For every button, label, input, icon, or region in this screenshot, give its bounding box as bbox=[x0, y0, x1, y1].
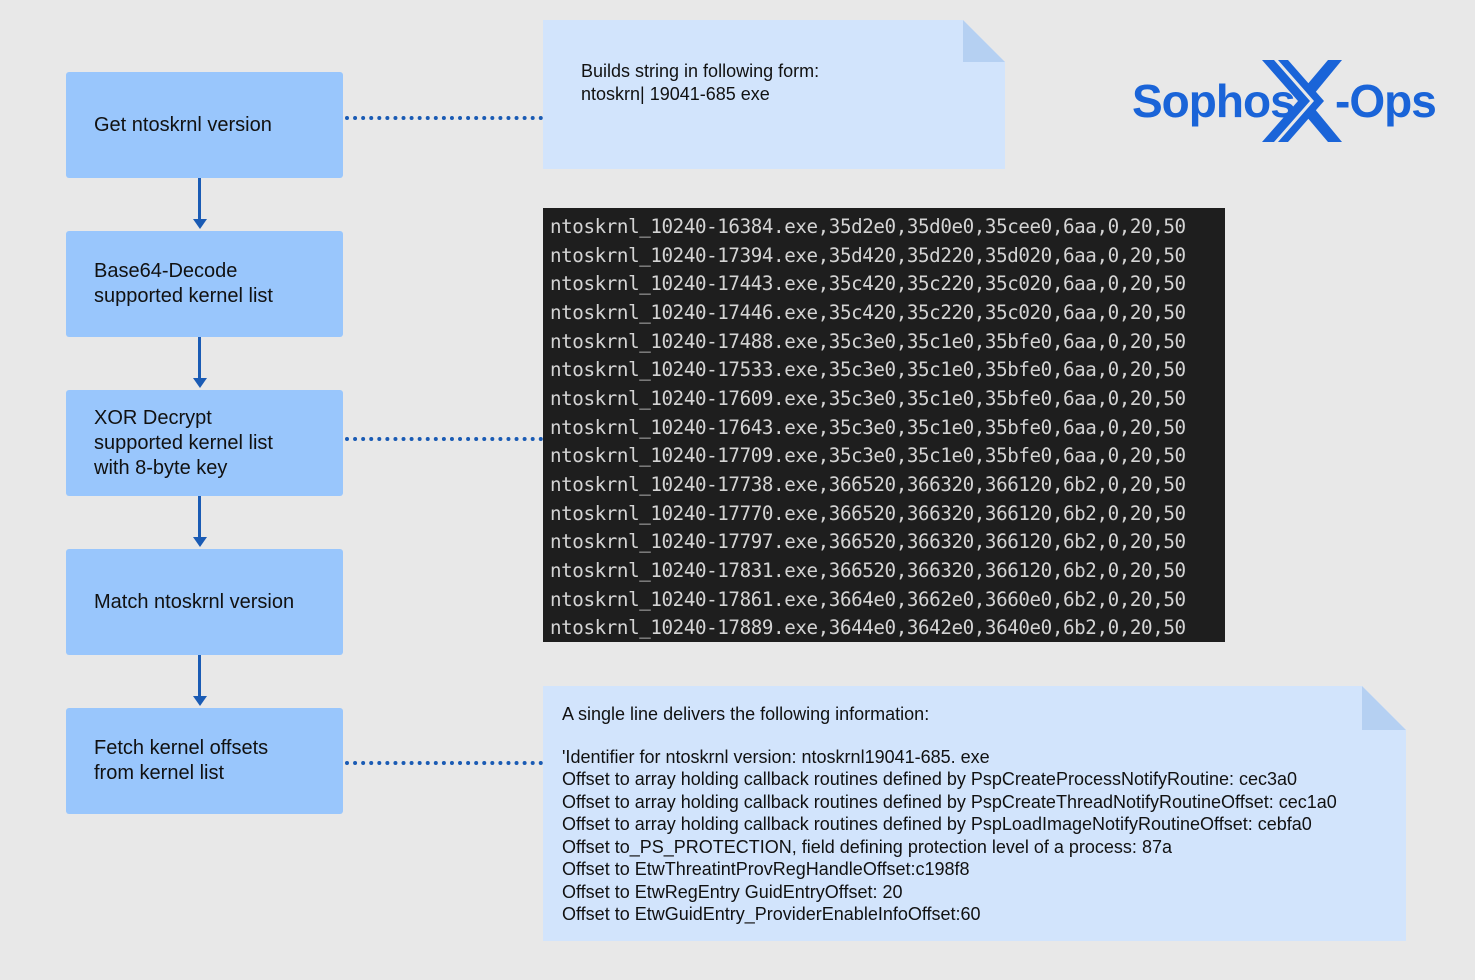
logo-word-right: -Ops bbox=[1335, 75, 1437, 127]
kernel-list-line: ntoskrnl_10240-17443.exe,35c420,35c220,3… bbox=[550, 272, 1186, 296]
note-line: Offset to array holding callback routine… bbox=[562, 814, 1312, 834]
connector-dotted bbox=[345, 437, 543, 441]
step-match-version: Match ntoskrnl version bbox=[66, 549, 343, 655]
note-line: Offset to array holding callback routine… bbox=[562, 769, 1298, 789]
logo-x-mark-icon bbox=[1262, 60, 1342, 142]
kernel-list-line: ntoskrnl_10240-17797.exe,366520,366320,3… bbox=[550, 530, 1186, 554]
kernel-list-line: ntoskrnl_10240-17831.exe,366520,366320,3… bbox=[550, 558, 1186, 582]
kernel-list-line: ntoskrnl_10240-17643.exe,35c3e0,35c1e0,3… bbox=[550, 415, 1186, 439]
step-label: Get ntoskrnl version bbox=[94, 113, 272, 136]
logo-word-left: Sophos bbox=[1132, 75, 1296, 127]
kernel-list-line: ntoskrnl_10240-17446.exe,35c420,35c220,3… bbox=[550, 300, 1186, 324]
note-line: ntoskrn| 19041-685 exe bbox=[581, 83, 770, 104]
kernel-list-line: ntoskrnl_10240-17533.exe,35c3e0,35c1e0,3… bbox=[550, 358, 1186, 382]
kernel-list-line: ntoskrnl_10240-17738.exe,366520,366320,3… bbox=[550, 472, 1186, 496]
flow-arrow-down-icon bbox=[193, 655, 207, 708]
step-fetch-offsets: Fetch kernel offsets from kernel list bbox=[66, 708, 343, 814]
note-string-format: Builds string in following form: ntoskrn… bbox=[543, 20, 1005, 169]
note-line: Offset to_PS_PROTECTION, field defining … bbox=[562, 836, 1172, 857]
note-line: 'Identifier for ntoskrnl version: ntoskr… bbox=[562, 746, 990, 767]
kernel-list-console: ntoskrnl_10240-16384.exe,35d2e0,35d0e0,3… bbox=[543, 208, 1225, 642]
note-line-info: A single line delivers the following inf… bbox=[543, 686, 1406, 941]
note-line: Offset to array holding callback routine… bbox=[562, 791, 1337, 812]
step-label: XOR Decrypt supported kernel list with 8… bbox=[94, 406, 273, 479]
note-line: Builds string in following form: bbox=[581, 61, 820, 81]
step-base64-decode: Base64-Decode supported kernel list bbox=[66, 231, 343, 337]
flow-arrow-down-icon bbox=[193, 337, 207, 390]
sophos-xops-logo: Sophos -Ops bbox=[1130, 60, 1440, 142]
kernel-list-line: ntoskrnl_10240-17709.exe,35c3e0,35c1e0,3… bbox=[550, 444, 1186, 468]
step-label: Fetch kernel offsets from kernel list bbox=[94, 737, 269, 784]
step-get-version: Get ntoskrnl version bbox=[66, 72, 343, 178]
note-line: Offset to EtwThreatintProvRegHandleOffse… bbox=[562, 859, 970, 879]
flow-arrow-down-icon bbox=[193, 178, 207, 231]
note-heading: A single line delivers the following inf… bbox=[562, 704, 930, 724]
step-label: Match ntoskrnl version bbox=[94, 590, 295, 613]
kernel-list-line: ntoskrnl_10240-17861.exe,3664e0,3662e0,3… bbox=[550, 587, 1186, 611]
step-xor-decrypt: XOR Decrypt supported kernel list with 8… bbox=[66, 390, 343, 496]
kernel-list-line: ntoskrnl_10240-17609.exe,35c3e0,35c1e0,3… bbox=[550, 386, 1186, 410]
kernel-list-line: ntoskrnl_10240-17488.exe,35c3e0,35c1e0,3… bbox=[550, 329, 1186, 353]
step-label: Base64-Decode supported kernel list bbox=[94, 260, 273, 307]
kernel-list-line: ntoskrnl_10240-17770.exe,366520,366320,3… bbox=[550, 501, 1186, 525]
connector-dotted bbox=[345, 116, 543, 120]
kernel-list-line: ntoskrnl_10240-17394.exe,35d420,35d220,3… bbox=[550, 243, 1186, 267]
flow-arrow-down-icon bbox=[193, 496, 207, 549]
kernel-list-line: ntoskrnl_10240-16384.exe,35d2e0,35d0e0,3… bbox=[550, 215, 1186, 238]
kernel-list-line: ntoskrnl_10240-17889.exe,3644e0,3642e0,3… bbox=[550, 616, 1186, 640]
note-line: Offset to EtwRegEntry GuidEntryOffset: 2… bbox=[562, 881, 903, 902]
connector-dotted bbox=[345, 761, 543, 765]
note-line: Offset to EtwGuidEntry_ProviderEnableInf… bbox=[562, 904, 981, 924]
